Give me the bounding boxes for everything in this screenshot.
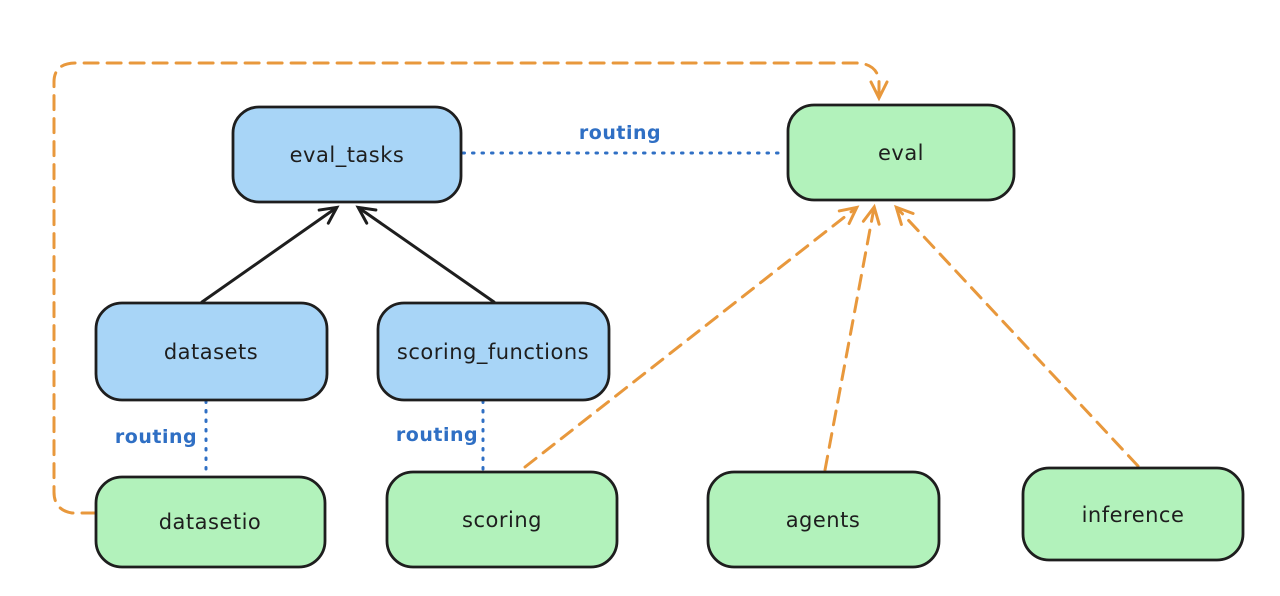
- node-eval-box: [786, 103, 1016, 202]
- node-inference: inference: [1021, 466, 1245, 562]
- routing-label-datasets: routing: [115, 426, 197, 448]
- node-eval-label: eval: [878, 141, 924, 165]
- node-inference-box: [1021, 466, 1245, 562]
- nodes: eval_tasks eval datasets scoring_functio…: [94, 103, 1245, 569]
- node-eval-tasks: eval_tasks: [231, 105, 463, 204]
- node-datasets: datasets: [94, 301, 329, 402]
- routing-label-top: routing: [579, 122, 661, 144]
- edge-agents-to-eval: [823, 203, 881, 472]
- node-scoring-functions-box: [376, 301, 611, 402]
- node-scoring-functions-label: scoring_functions: [397, 340, 589, 365]
- edges: [52, 61, 1140, 515]
- node-datasets-box: [94, 301, 329, 402]
- edge-datasets-to-eval-tasks: [200, 205, 340, 304]
- node-agents-label: agents: [786, 508, 861, 532]
- node-datasets-label: datasets: [164, 340, 258, 364]
- edge-labels: routing routing routing: [115, 122, 661, 448]
- routing-label-scoring: routing: [396, 424, 478, 446]
- node-agents-box: [706, 470, 941, 569]
- edge-datasetio-to-eval: [52, 61, 889, 515]
- edge-scoring-functions-to-eval-tasks: [355, 205, 496, 304]
- node-datasetio-label: datasetio: [159, 510, 262, 534]
- node-scoring-box: [385, 470, 619, 569]
- node-scoring-label: scoring: [462, 508, 542, 532]
- node-agents: agents: [706, 470, 941, 569]
- node-eval: eval: [786, 103, 1016, 202]
- edge-inference-to-eval: [894, 204, 1140, 468]
- node-scoring-functions: scoring_functions: [376, 301, 611, 402]
- node-scoring: scoring: [385, 470, 619, 569]
- node-eval-tasks-label: eval_tasks: [290, 143, 405, 168]
- node-datasetio-box: [94, 475, 327, 569]
- node-inference-label: inference: [1082, 503, 1185, 527]
- node-datasetio: datasetio: [94, 475, 327, 569]
- edge-scoring-to-eval: [523, 205, 860, 469]
- node-eval-tasks-box: [231, 105, 463, 204]
